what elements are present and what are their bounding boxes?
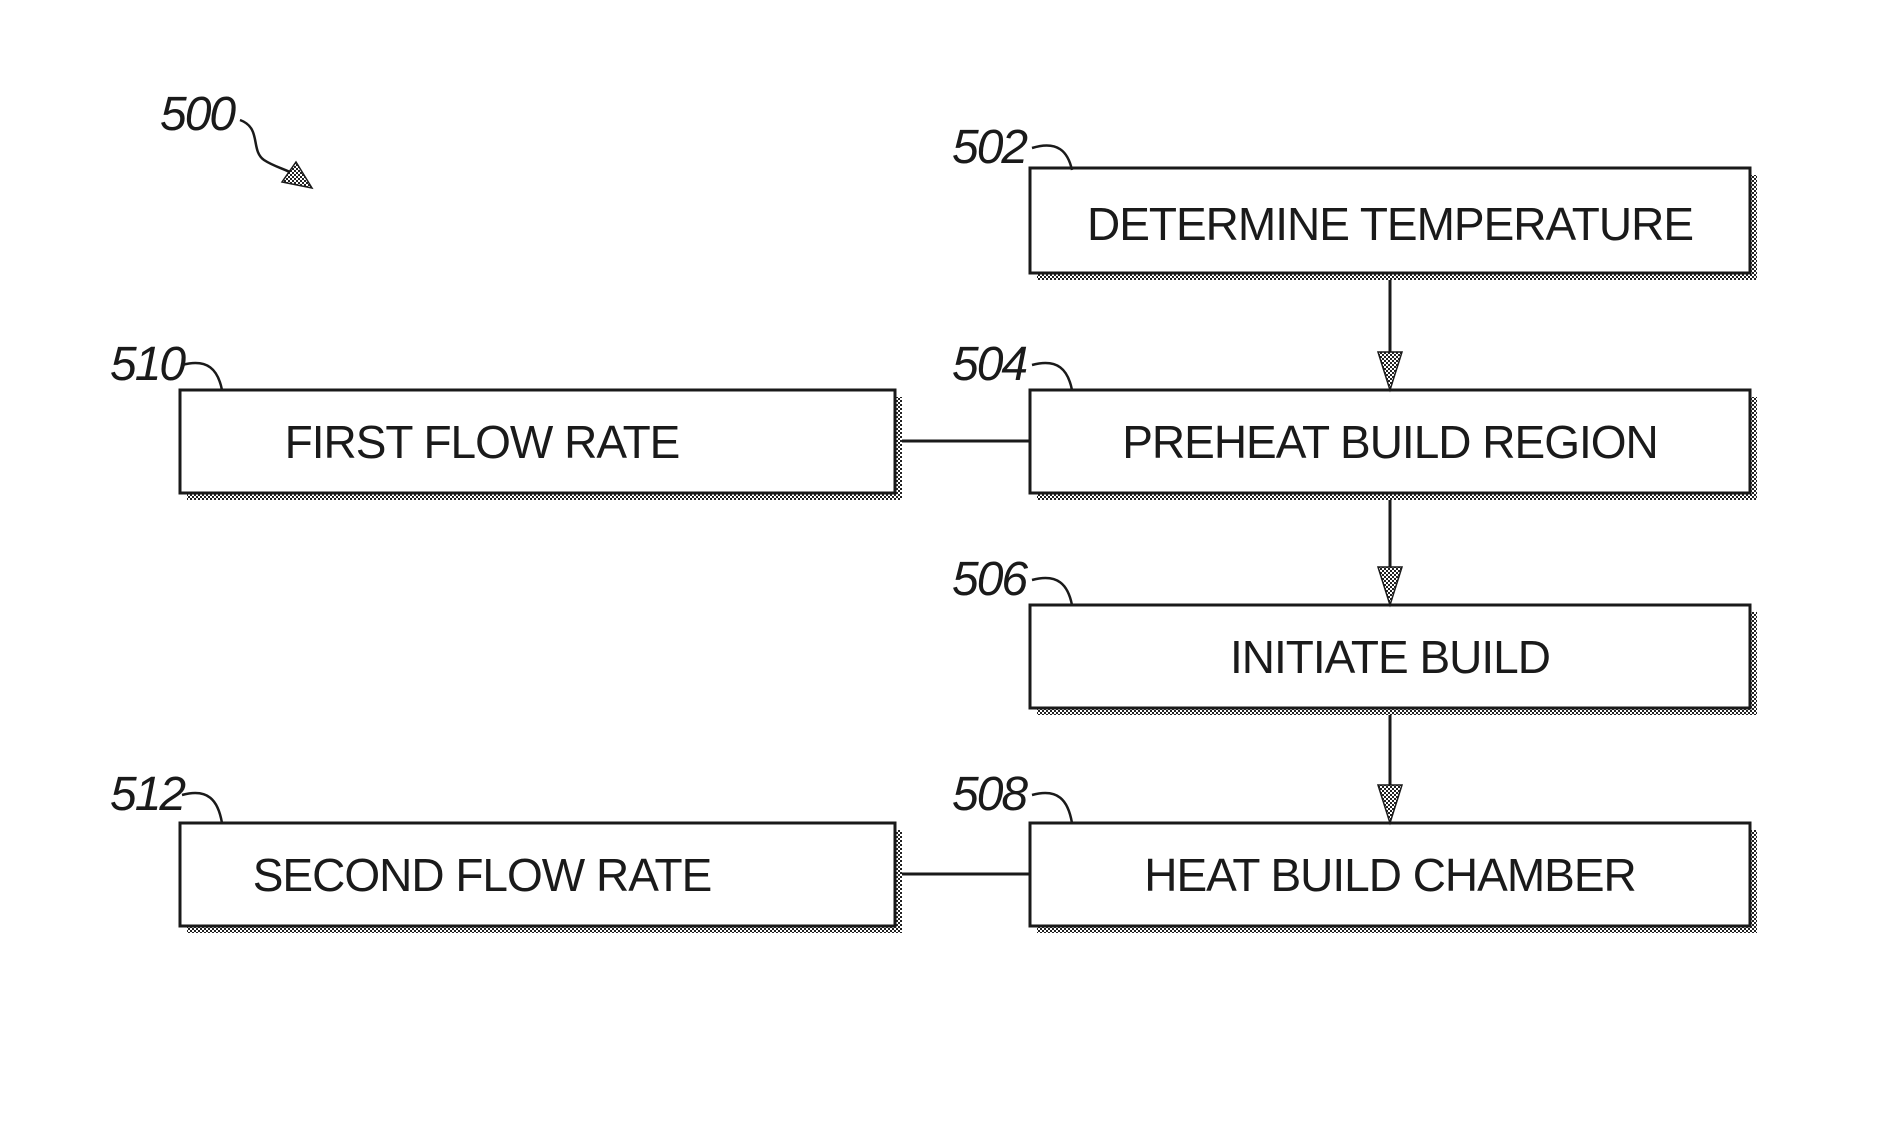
step-box-508: HEAT BUILD CHAMBER — [1030, 823, 1757, 933]
step-leader-508 — [1032, 793, 1072, 823]
step-leader-504 — [1032, 363, 1072, 390]
step-ref-502: 502 — [952, 121, 1027, 174]
step-box-506: INITIATE BUILD — [1030, 605, 1757, 715]
arrow-502-504-head — [1378, 352, 1402, 390]
side-leader-512 — [182, 793, 222, 823]
step-label-506: INITIATE BUILD — [1230, 631, 1550, 683]
step-box-504: PREHEAT BUILD REGION — [1030, 390, 1757, 500]
side-ref-510: 510 — [110, 338, 186, 391]
arrow-504-506-head — [1378, 567, 1402, 605]
side-box-512: SECOND FLOW RATE — [180, 823, 902, 933]
step-label-502: DETERMINE TEMPERATURE — [1087, 198, 1693, 250]
figure-ref-label: 500 — [160, 88, 236, 141]
figure-ref-arrowhead — [282, 162, 312, 188]
step-label-504: PREHEAT BUILD REGION — [1122, 416, 1658, 468]
step-box-502: DETERMINE TEMPERATURE — [1030, 168, 1757, 280]
arrow-506-508-head — [1378, 785, 1402, 823]
step-ref-504: 504 — [952, 338, 1026, 391]
step-leader-506 — [1032, 578, 1072, 605]
step-leader-502 — [1032, 145, 1072, 170]
side-label-510: FIRST FLOW RATE — [285, 416, 680, 468]
step-label-508: HEAT BUILD CHAMBER — [1144, 849, 1636, 901]
step-ref-508: 508 — [952, 768, 1028, 821]
side-box-510: FIRST FLOW RATE — [180, 390, 902, 500]
side-label-512: SECOND FLOW RATE — [253, 849, 712, 901]
side-ref-512: 512 — [110, 768, 185, 821]
side-leader-510 — [182, 363, 222, 390]
step-ref-506: 506 — [952, 553, 1028, 606]
